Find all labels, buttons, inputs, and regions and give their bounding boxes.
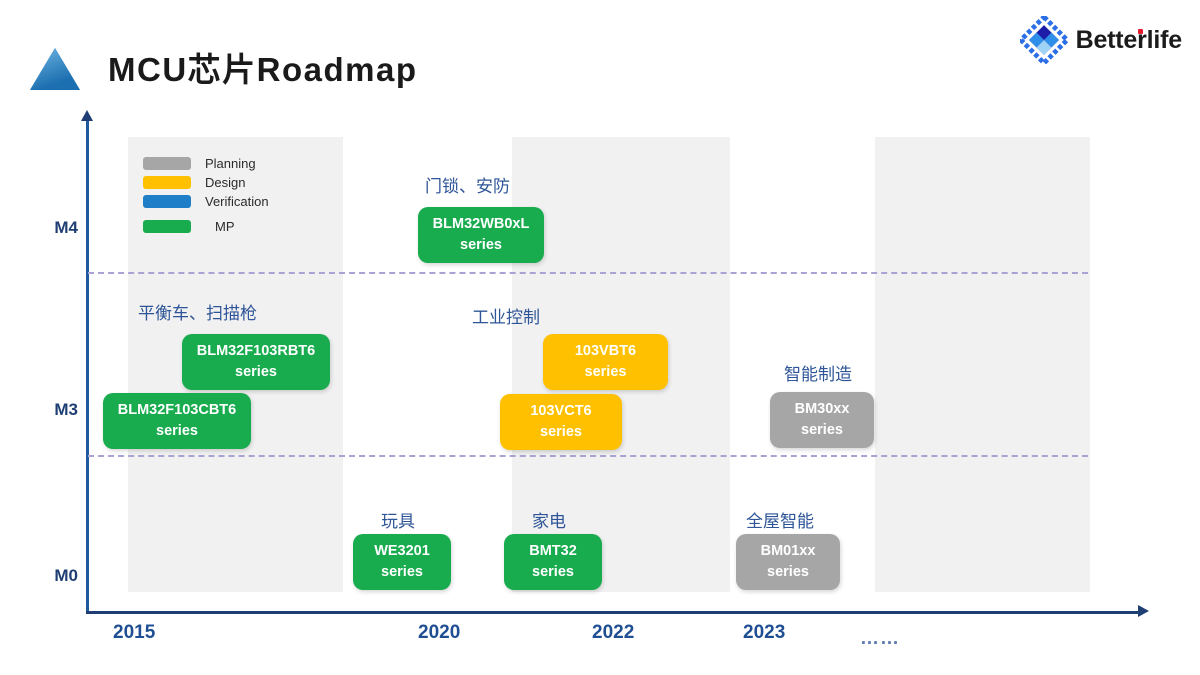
- legend: Planning Design Verification MP: [143, 154, 269, 236]
- x-axis-arrow-icon: [1138, 605, 1149, 617]
- page-title: MCU芯片Roadmap: [108, 51, 418, 88]
- chip-103vbt6[interactable]: 103VBT6 series: [543, 334, 668, 390]
- chip-subtitle: series: [540, 424, 582, 440]
- x-tick-2022: 2022: [592, 622, 635, 643]
- legend-item-verification: Verification: [143, 192, 269, 211]
- legend-swatch-design: [143, 176, 191, 189]
- chip-title: 103VCT6: [530, 402, 592, 419]
- chip-title: BM01xx: [760, 542, 816, 559]
- legend-swatch-mp: [143, 220, 191, 233]
- brand-name-text: Betterlife: [1075, 25, 1183, 54]
- category-label-toys: 玩具: [381, 512, 415, 531]
- chip-we3201[interactable]: WE3201 series: [353, 534, 451, 590]
- category-label-smart-manufacturing: 智能制造: [784, 365, 852, 384]
- legend-label-design: Design: [205, 175, 246, 190]
- chip-bmt32[interactable]: BMT32 series: [504, 534, 602, 590]
- category-label-industrial-control: 工业控制: [472, 308, 540, 327]
- chip-blm32wb0xl[interactable]: BLM32WB0xL series: [418, 207, 544, 263]
- y-axis: [86, 118, 89, 614]
- row-divider-m4-m3: [88, 272, 1088, 274]
- chip-subtitle: series: [381, 564, 423, 580]
- chip-blm32f103rbt6[interactable]: BLM32F103RBT6 series: [182, 334, 330, 390]
- y-axis-arrow-icon: [81, 110, 93, 121]
- chip-subtitle: series: [156, 423, 198, 439]
- chip-subtitle: series: [532, 564, 574, 580]
- chip-subtitle: series: [235, 364, 277, 380]
- brand-logo: Betterlife: [1019, 16, 1183, 64]
- brand-accent-dot: [1137, 28, 1143, 34]
- chip-103vct6[interactable]: 103VCT6 series: [500, 394, 622, 450]
- chip-subtitle: series: [767, 564, 809, 580]
- legend-swatch-verification: [143, 195, 191, 208]
- brand-name: Betterlife: [1075, 25, 1183, 55]
- category-label-balance-car-scanner: 平衡车、扫描枪: [138, 304, 257, 323]
- triangle-icon: [30, 48, 80, 90]
- chip-title: 103VBT6: [574, 342, 637, 359]
- legend-label-planning: Planning: [205, 156, 256, 171]
- x-tick-2015: 2015: [113, 622, 156, 643]
- legend-item-planning: Planning: [143, 154, 269, 173]
- chip-title: BLM32F103CBT6: [117, 401, 237, 418]
- legend-label-mp: MP: [215, 219, 235, 234]
- legend-label-verification: Verification: [205, 194, 269, 209]
- row-divider-m3-m0: [88, 455, 1088, 457]
- x-tick-ellipsis: ……: [860, 628, 900, 649]
- y-tick-m0: M0: [54, 566, 78, 585]
- chip-title: BLM32F103RBT6: [196, 342, 316, 359]
- year-band-3: [875, 137, 1090, 592]
- x-axis: [86, 611, 1140, 614]
- diamond-logo-icon: [1019, 16, 1068, 64]
- category-label-whole-house-smart: 全屋智能: [746, 512, 814, 531]
- category-label-home-appliance: 家电: [532, 512, 566, 531]
- chip-bm01xx[interactable]: BM01xx series: [736, 534, 840, 590]
- chip-bm30xx[interactable]: BM30xx series: [770, 392, 874, 448]
- legend-item-design: Design: [143, 173, 269, 192]
- chip-subtitle: series: [584, 364, 627, 380]
- x-tick-2023: 2023: [743, 622, 786, 643]
- chip-title: BLM32WB0xL: [432, 215, 530, 232]
- legend-swatch-planning: [143, 157, 191, 170]
- x-tick-2020: 2020: [418, 622, 461, 643]
- chip-title: BMT32: [529, 542, 577, 559]
- chip-title: BM30xx: [794, 400, 850, 417]
- y-tick-m3: M3: [54, 400, 78, 419]
- y-tick-m4: M4: [54, 218, 78, 237]
- chip-subtitle: series: [460, 237, 502, 253]
- chip-subtitle: series: [801, 422, 843, 438]
- category-label-door-lock-security: 门锁、安防: [425, 177, 510, 196]
- legend-item-mp: MP: [143, 217, 269, 236]
- chip-title: WE3201: [374, 542, 430, 559]
- chip-blm32f103cbt6[interactable]: BLM32F103CBT6 series: [103, 393, 251, 449]
